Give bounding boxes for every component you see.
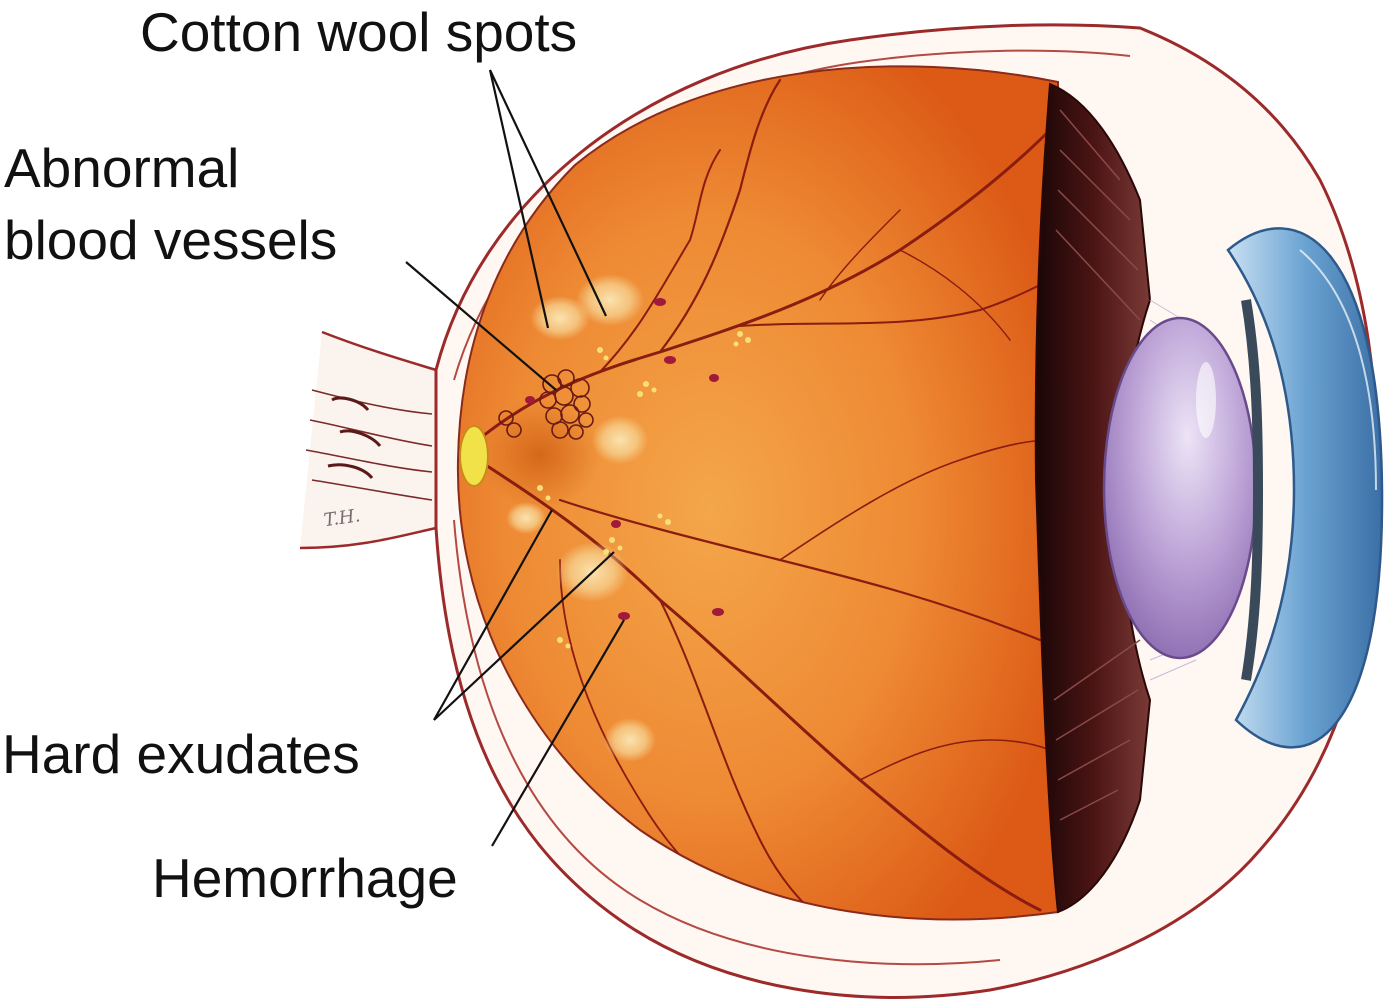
iris — [1241, 299, 1264, 681]
optic-nerve — [299, 330, 438, 550]
hemorrhages — [525, 298, 724, 620]
artist-signature: T.H. — [322, 505, 361, 531]
lens — [1102, 316, 1258, 660]
label-hard-exudates: Hard exudates — [2, 723, 360, 785]
label-abnormal-blood-vessels-line1: Abnormal — [4, 137, 240, 199]
leader-lines — [405, 69, 625, 847]
label-cotton-wool-spots: Cotton wool spots — [140, 1, 578, 63]
abnormal-vessel-tangle — [498, 369, 594, 440]
optic-disc — [459, 425, 489, 487]
ciliary-body — [1034, 82, 1152, 914]
label-abnormal-blood-vessels-line2: blood vessels — [4, 209, 338, 271]
cornea — [1226, 227, 1384, 749]
label-hemorrhage: Hemorrhage — [152, 847, 458, 909]
hard-exudates — [537, 331, 751, 649]
